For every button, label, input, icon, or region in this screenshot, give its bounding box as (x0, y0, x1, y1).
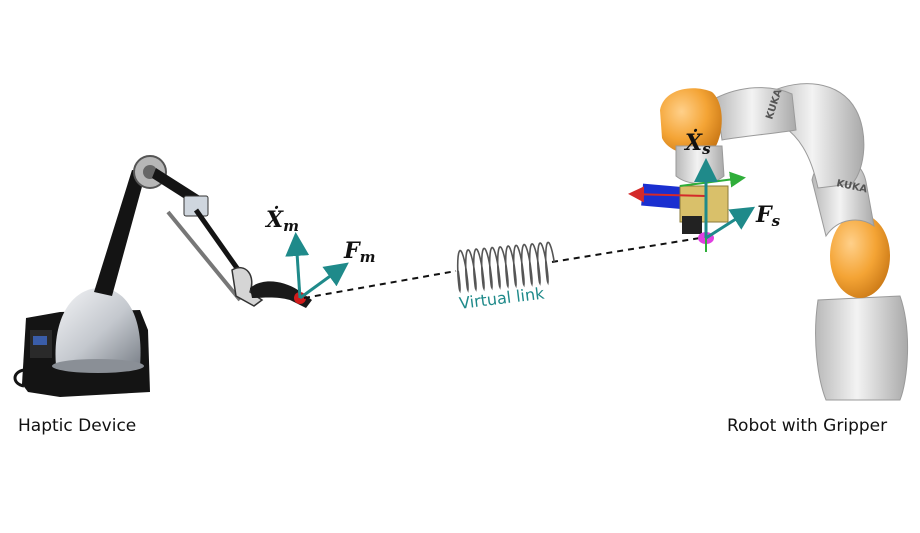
slave-velocity-label: Ẋs (683, 128, 711, 158)
master-velocity-label: Ẋm (264, 205, 299, 235)
slave-force-arrow (705, 206, 756, 240)
haptic-device-caption: Haptic Device (18, 416, 137, 436)
haptic-joint-box (183, 195, 209, 217)
robot-joint-upper (660, 88, 722, 156)
haptic-cable (13, 368, 25, 388)
spring-icon (456, 241, 555, 294)
robot-link-upper (715, 87, 797, 141)
master-force-arrow (299, 262, 349, 300)
haptic-dome-rim (52, 359, 144, 373)
robot-base (815, 295, 909, 401)
haptic-logo (33, 336, 47, 345)
haptic-link-a (166, 210, 242, 302)
haptic-tower (94, 170, 146, 296)
robot-joint-lower (830, 214, 890, 298)
robot-frame-y (628, 186, 707, 203)
haptic-dome (55, 288, 141, 366)
gripper-finger (682, 216, 702, 234)
master-force-label: Fm (343, 238, 376, 266)
robot-frame-x (679, 171, 746, 188)
virtual-link-line-left (303, 270, 457, 299)
virtual-link-line-right (551, 237, 701, 263)
master-velocity-arrow (285, 232, 310, 299)
spring-coil (456, 241, 555, 294)
haptic-link-b (193, 208, 247, 280)
robot-caption: Robot with Gripper (727, 416, 888, 436)
robot-arm-icon: KUKA KUKA (628, 83, 909, 401)
slave-force-label: Fs (755, 202, 781, 230)
haptic-device-icon (13, 155, 312, 397)
